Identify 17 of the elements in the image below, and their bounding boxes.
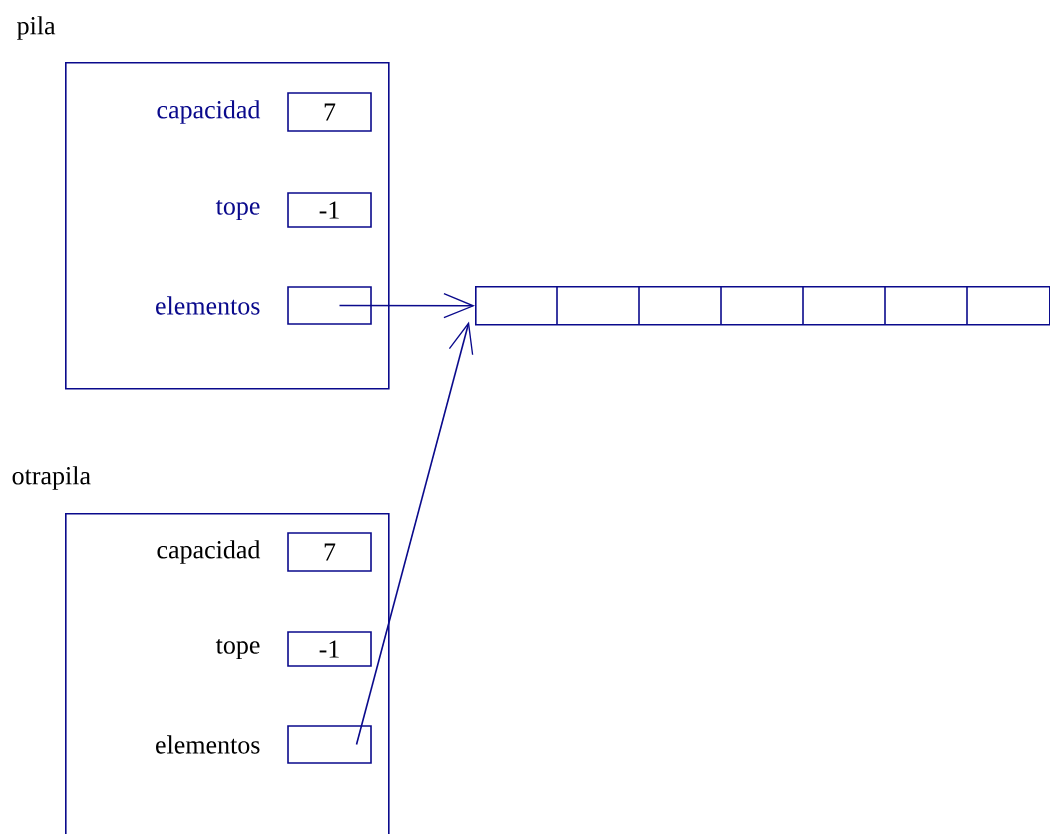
field-box: -1: [287, 631, 372, 667]
field-box: -1: [287, 192, 372, 228]
field-box: [287, 725, 372, 764]
arrow: [338, 293, 475, 319]
field-label: tope: [215, 199, 260, 221]
field-label: elementos: [156, 296, 260, 315]
field-label: capacidad: [157, 100, 261, 124]
field-label: capacidad: [157, 540, 261, 564]
arrow: [355, 321, 474, 746]
field-label: elementos: [156, 735, 260, 754]
field-box: [287, 286, 372, 325]
heading: pila: [17, 16, 56, 40]
field-box: 7: [287, 532, 372, 572]
array-box: [475, 285, 1050, 326]
field-label: tope: [215, 638, 260, 660]
field-box: 7: [287, 92, 372, 132]
heading: otrapila: [12, 466, 91, 490]
